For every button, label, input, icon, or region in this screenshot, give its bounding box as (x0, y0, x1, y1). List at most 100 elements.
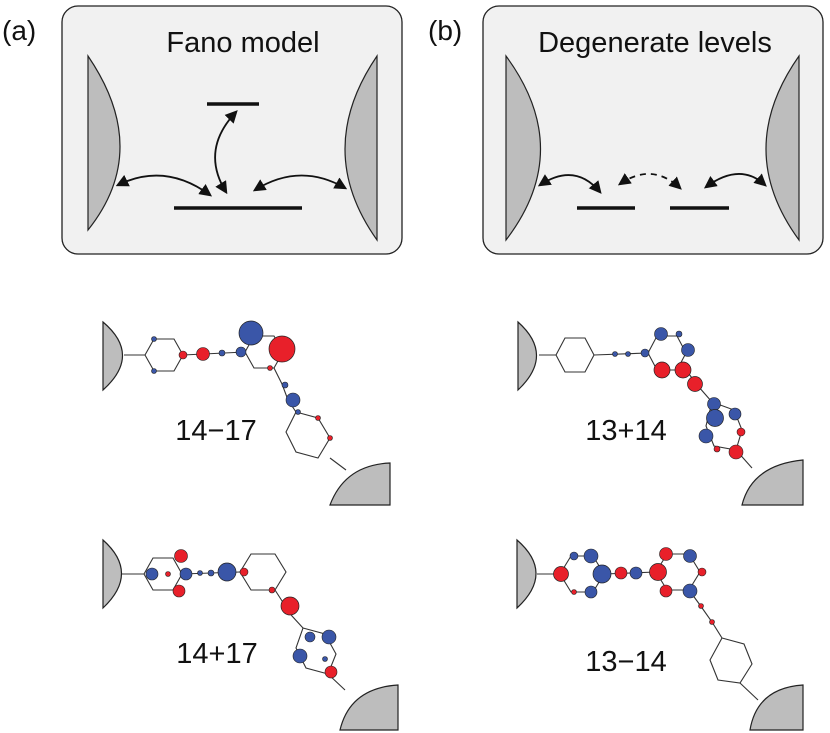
arrow-vertical-coupling-a (214, 110, 238, 195)
orbital-coefficient-negative (295, 409, 301, 415)
orbital-coefficient-negative (683, 549, 697, 563)
orbital-coefficient-negative (292, 648, 308, 664)
orbital-coefficient-positive (553, 566, 569, 582)
orbital-coefficient-negative (612, 351, 618, 357)
orbital-coefficient-negative (706, 409, 724, 427)
orbital-coefficient-negative (682, 583, 698, 599)
lead-right (741, 459, 804, 506)
orbital-coefficient-negative (584, 585, 598, 599)
panel-a-title: Fano model (166, 27, 319, 59)
molecule-13-plus-14: 13+14 (517, 320, 804, 506)
molecular-bond (593, 352, 649, 356)
arrow-right-coupling-a (252, 174, 348, 192)
orbital-coefficient-positive (178, 350, 188, 360)
orbital-coefficient-negative (235, 346, 247, 358)
benzene-ring (555, 337, 595, 373)
orbital-coefficient-positive (324, 665, 338, 679)
orbital-coefficient-positive (659, 547, 673, 561)
orbital-coefficient-positive (736, 427, 746, 437)
panel-b-tag: (b) (428, 15, 462, 46)
lead-left (102, 538, 123, 610)
orbital-coefficient-negative (145, 567, 159, 581)
orbital-coefficient-positive (174, 549, 188, 563)
molecular-bond (739, 682, 759, 701)
orbital-coefficient-negative (698, 428, 714, 444)
benzene-ring (709, 637, 753, 684)
orbital-coefficient-positive (172, 584, 186, 598)
lead-right-a (344, 54, 378, 242)
orbital-coefficient-positive (239, 567, 249, 577)
benzene-ring (239, 553, 287, 591)
orbital-coefficient-negative (238, 320, 264, 346)
orbital-coefficient-positive (728, 444, 744, 460)
orbital-coefficient-negative (583, 548, 599, 564)
molecule-14-plus-17: 14+17 (102, 538, 399, 731)
combination-label: 14+17 (176, 638, 257, 670)
orbital-coefficient-positive (268, 586, 276, 594)
orbital-coefficient-positive (659, 584, 673, 598)
orbital-coefficient-negative (681, 343, 695, 357)
lead-right (749, 684, 804, 731)
orbital-coefficient-positive (698, 603, 704, 609)
orbital-coefficient-negative (728, 407, 742, 421)
orbital-coefficient-negative (625, 351, 631, 357)
combination-label: 14−17 (175, 415, 256, 447)
orbital-coefficient-negative (654, 327, 668, 341)
orbital-coefficient-positive (697, 567, 707, 577)
orbital-coefficient-negative (197, 570, 203, 576)
arrow-left-coupling-b (537, 174, 602, 194)
orbital-coefficient-positive (674, 361, 692, 379)
orbital-coefficient-positive (653, 361, 671, 379)
orbital-coefficient-negative (592, 564, 612, 584)
molecular-bond (688, 589, 723, 639)
orbital-coefficient-negative (207, 569, 215, 577)
orbital-coefficient-negative (304, 631, 316, 643)
orbital-coefficient-positive (280, 596, 300, 616)
orbital-coefficient-negative (640, 348, 650, 358)
molecular-bond (182, 351, 246, 356)
orbital-coefficient-negative (285, 392, 301, 408)
orbital-coefficient-positive (315, 415, 321, 421)
lead-left (102, 320, 124, 392)
orbital-coefficient-positive (614, 566, 628, 580)
orbital-coefficient-positive (713, 445, 721, 453)
orbital-coefficient-negative (321, 629, 337, 645)
orbital-coefficient-negative (151, 336, 157, 342)
orbital-coefficient-positive (196, 347, 210, 361)
arrow-left-coupling-a (115, 174, 213, 197)
orbital-coefficient-negative (569, 551, 579, 561)
orbital-coefficient-negative (629, 566, 643, 580)
panel-a-tag: (a) (2, 15, 36, 46)
orbital-coefficient-negative (322, 656, 328, 662)
orbital-coefficient-positive (709, 619, 715, 625)
panel-b-title: Degenerate levels (538, 27, 772, 59)
orbital-coefficient-positive (267, 365, 273, 371)
benzene-ring (285, 411, 331, 459)
orbital-coefficient-positive (649, 563, 667, 581)
orbital-coefficient-positive (687, 376, 703, 392)
lead-right (329, 462, 391, 506)
lead-left-b (505, 54, 541, 242)
combination-label: 13+14 (585, 415, 666, 447)
molecule-13-minus-14: 13−14 (516, 538, 804, 731)
orbital-coefficient-positive (327, 435, 333, 441)
lead-left (516, 538, 537, 610)
orbital-coefficient-negative (707, 397, 721, 411)
orbital-coefficient-negative (281, 381, 289, 389)
orbital-coefficient-negative (675, 330, 683, 338)
orbital-coefficient-negative (217, 562, 237, 582)
orbital-coefficient-negative (179, 567, 193, 581)
orbital-coefficient-positive (268, 335, 296, 363)
lead-left-a (87, 54, 121, 232)
orbital-coefficient-positive (571, 589, 577, 595)
lead-right-b (765, 54, 800, 242)
orbital-coefficient-negative (151, 368, 157, 374)
lead-right (339, 684, 399, 731)
benzene-ring (144, 338, 184, 372)
arrow-right-coupling-b (703, 173, 767, 189)
lead-left (517, 320, 538, 392)
orbital-coefficient-positive (165, 571, 171, 577)
molecule-14-17: 14−17 (102, 320, 391, 506)
combination-label: 13−14 (585, 646, 666, 678)
